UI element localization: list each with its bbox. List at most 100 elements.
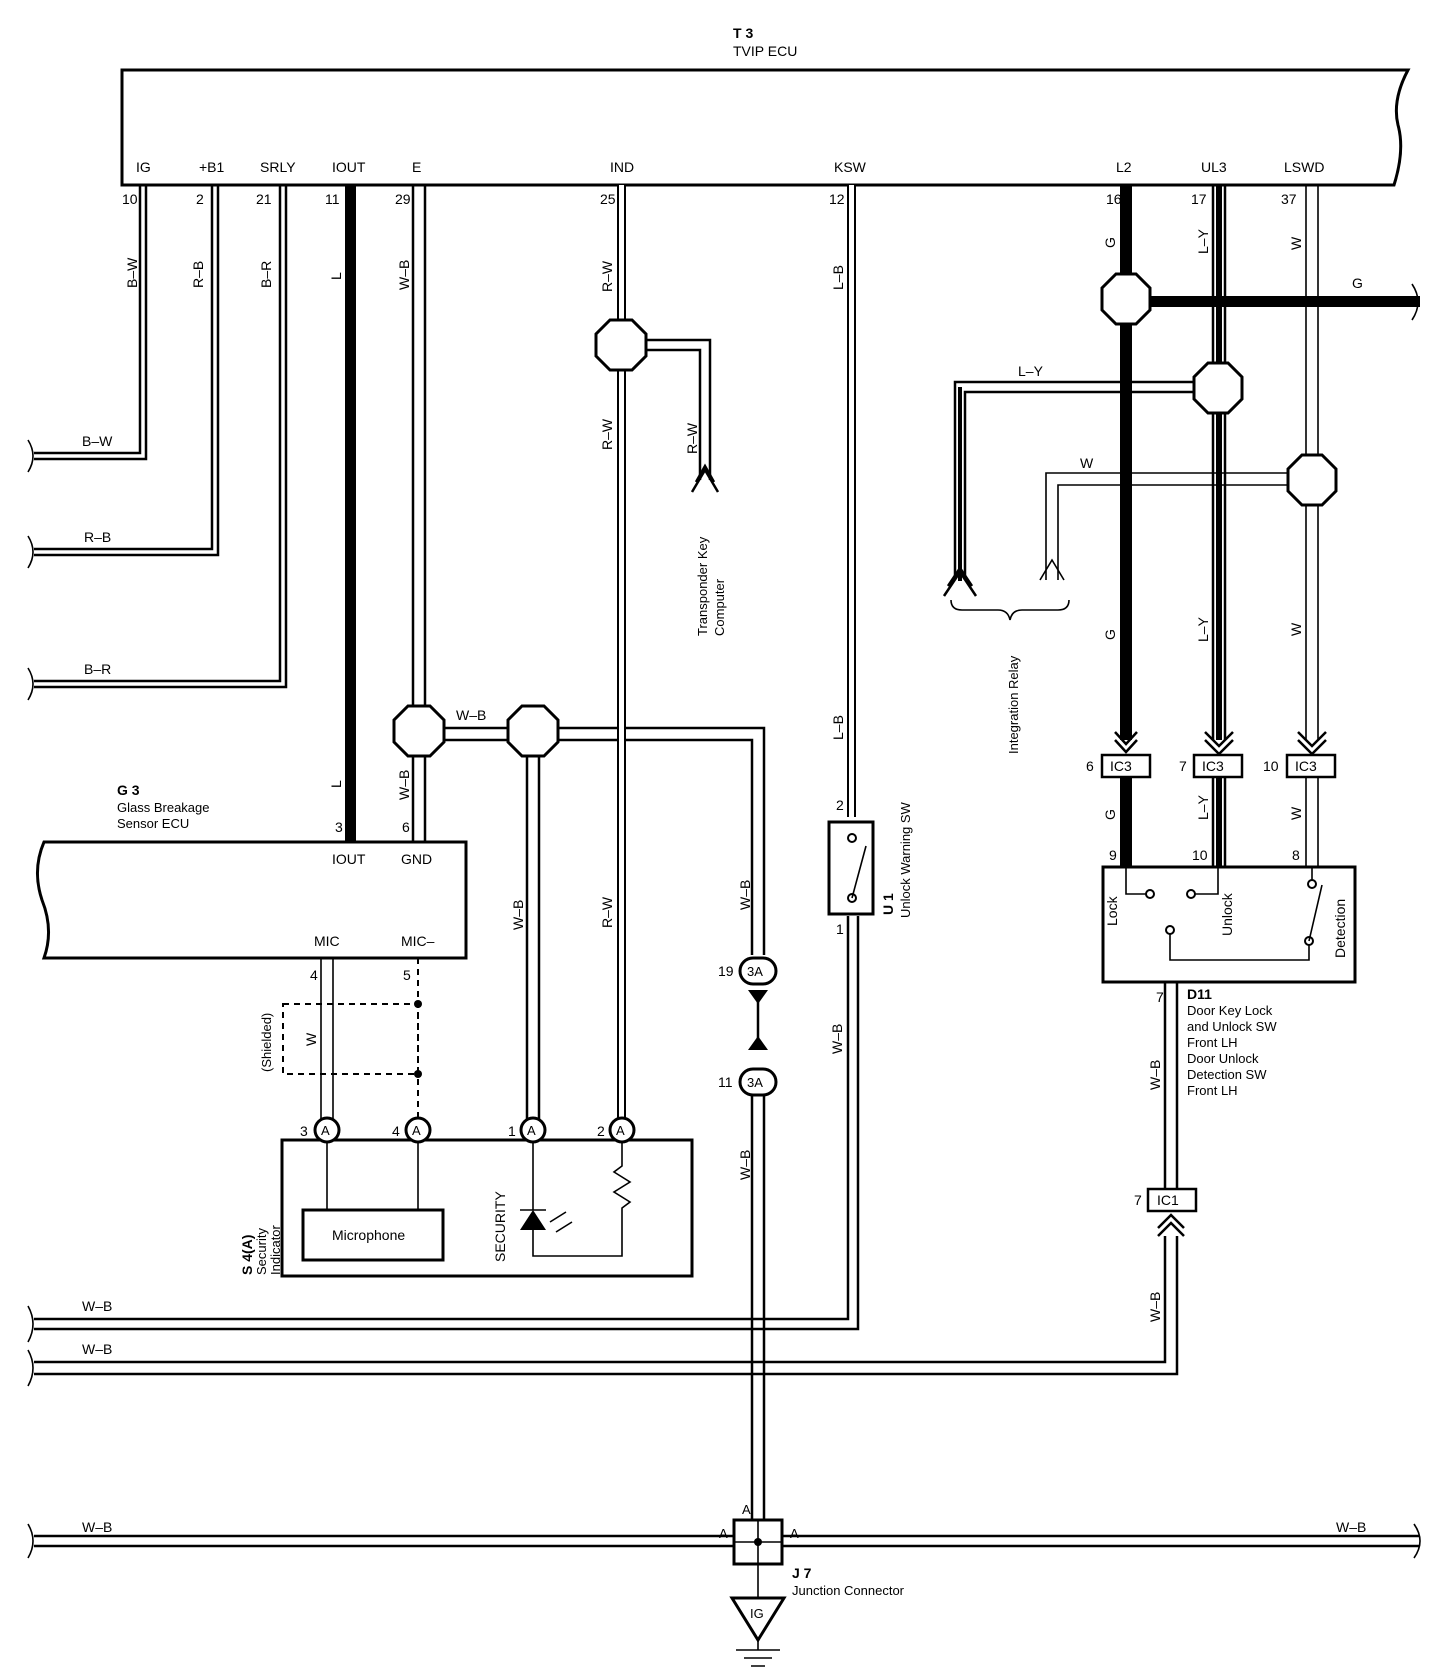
wire-label-rb-left: R–B <box>84 529 111 545</box>
u1-pin-1: 1 <box>836 921 844 937</box>
t3-pin-29: 29 <box>395 191 411 207</box>
wire-label-w-d11: W <box>1288 806 1304 820</box>
wire-wb-splice-link: W–B W–B W–B <box>440 707 766 1124</box>
g3-ref: G 3 <box>117 782 140 798</box>
wire-label-wb-bus-left: W–B <box>82 1519 112 1535</box>
d11-line-1: Door Key Lock <box>1187 1003 1273 1018</box>
g3-outline <box>36 840 468 960</box>
wires-ic3-to-d11: G L–Y W 9 10 8 <box>1102 777 1319 867</box>
svg-text:3A: 3A <box>747 1075 763 1090</box>
d11-line-3: Front LH <box>1187 1035 1238 1050</box>
g3-glass-breakage-ecu: G 3 Glass Breakage Sensor ECU 3 6 IOUT G… <box>36 782 468 983</box>
led-icon <box>520 1210 546 1230</box>
connector-3a: 3A 19 3A 11 W–B <box>718 956 778 1530</box>
g3-pin-4: 4 <box>310 967 318 983</box>
wire-l-iout: L L <box>328 185 356 842</box>
t3-pin-21: 21 <box>256 191 272 207</box>
wire-label-g-right: G <box>1352 275 1363 291</box>
ground-symbol <box>736 1640 780 1667</box>
wire-label-wb-3a-top: W–B <box>737 880 753 910</box>
svg-text:11: 11 <box>718 1074 733 1090</box>
wire-label-rw-transponder: R–W <box>684 422 700 454</box>
t3-pin-2: 2 <box>196 191 204 207</box>
wire-label-l-top: L <box>328 272 344 280</box>
svg-text:IC3: IC3 <box>1295 758 1317 774</box>
wire-label-br-vertical: B–R <box>258 261 274 288</box>
t3-term-ind: IND <box>610 159 634 175</box>
t3-pin-12: 12 <box>829 191 845 207</box>
svg-text:A: A <box>616 1123 625 1138</box>
t3-term-ul3: UL3 <box>1201 159 1227 175</box>
d11-pin-10: 10 <box>1192 847 1208 863</box>
wire-label-g-mid: G <box>1102 629 1118 640</box>
wire-bw: B–W B–W <box>27 185 148 473</box>
t3-term-e: E <box>412 159 421 175</box>
wire-label-wb-link: W–B <box>456 707 486 723</box>
wire-label-wb-ic1-left: W–B <box>82 1341 112 1357</box>
wire-label-w-mic: W <box>303 1032 319 1046</box>
svg-text:IC3: IC3 <box>1202 758 1224 774</box>
g3-name-2: Sensor ECU <box>117 816 189 831</box>
wire-label-rw-mid: R–W <box>599 418 615 450</box>
microphone-box <box>301 1208 445 1262</box>
g3-term-gnd: GND <box>401 851 432 867</box>
t3-pin-17: 17 <box>1191 191 1207 207</box>
wire-label-bw-left: B–W <box>82 433 113 449</box>
j7-pin-right: A <box>790 1526 799 1541</box>
wire-label-lb-top: L–B <box>830 265 846 290</box>
d11-door-key-switch: Lock Unlock Detection 7 D11 Door Key Loc… <box>1101 865 1357 1098</box>
wire-label-wb-u1: W–B <box>829 1024 845 1054</box>
wire-wb-d11-ic1: W–B IC1 7 W–B W–B <box>27 982 1198 1387</box>
splice-rw <box>594 318 648 372</box>
t3-ref: T 3 <box>733 25 753 41</box>
wire-ly-ul3: L–Y L–Y L–Y <box>942 185 1244 756</box>
wire-lb-ksw: L–B L–B 2 1 U 1 Unlock Warning SW W–B W–… <box>27 185 913 1343</box>
t3-pin-numbers: 10 2 21 11 29 25 12 16 17 37 <box>122 191 1297 207</box>
ic3-connectors: IC3 6 IC3 7 IC3 10 <box>1086 753 1337 779</box>
integration-relay-label: Integration Relay <box>1006 655 1021 754</box>
wire-label-wb-ic1: W–B <box>1147 1292 1163 1322</box>
d11-lock-label: Lock <box>1104 895 1120 926</box>
t3-name: TVIP ECU <box>733 43 797 59</box>
wire-label-ly-integration: L–Y <box>1018 363 1044 379</box>
wire-rb: R–B R–B <box>27 185 220 569</box>
ic1-connector <box>1146 1187 1198 1213</box>
j7-name: Junction Connector <box>792 1583 905 1598</box>
svg-text:2: 2 <box>597 1123 605 1139</box>
wire-label-rw-top: R–W <box>599 260 615 292</box>
t3-tvip-ecu: T 3 TVIP ECU IG +B1 SRLY IOUT E IND KSW … <box>120 25 1411 207</box>
splice-wb-2 <box>506 704 560 758</box>
d11-detection-label: Detection <box>1332 899 1348 958</box>
ic3-pin-10: 10 <box>1263 758 1279 774</box>
t3-pin-10: 10 <box>122 191 138 207</box>
ic1-pin-7: 7 <box>1134 1192 1142 1208</box>
d11-line-4: Door Unlock <box>1187 1051 1259 1066</box>
u1-ref: U 1 <box>880 893 896 915</box>
wire-label-wb-bus-right: W–B <box>1336 1519 1366 1535</box>
wire-label-rw-bottom: R–W <box>599 896 615 928</box>
shield-box <box>282 1003 419 1075</box>
t3-terminal-names: IG +B1 SRLY IOUT E IND KSW L2 UL3 LSWD <box>136 159 1324 175</box>
wire-label-ly-top: L–Y <box>1195 228 1211 254</box>
t3-term-lswd: LSWD <box>1284 159 1324 175</box>
d11-pin-9: 9 <box>1109 847 1117 863</box>
security-label: SECURITY <box>492 1191 508 1262</box>
g3-pin-3: 3 <box>335 819 343 835</box>
wire-label-g-d11: G <box>1102 809 1118 820</box>
j7-ref: J 7 <box>792 1565 812 1581</box>
g3-pin-5: 5 <box>403 967 411 983</box>
d11-ref: D11 <box>1187 986 1212 1002</box>
svg-text:1: 1 <box>508 1123 516 1139</box>
t3-pin-16: 16 <box>1106 191 1122 207</box>
wire-label-wb-3a-bottom: W–B <box>737 1150 753 1180</box>
wire-label-bw-vertical: B–W <box>124 257 140 288</box>
wire-label-w-mid: W <box>1288 622 1304 636</box>
t3-pin-37: 37 <box>1281 191 1297 207</box>
wire-br: B–R B–R <box>27 185 288 701</box>
shielded-label: (Shielded) <box>259 1013 274 1072</box>
wire-label-wb-s4: W–B <box>510 900 526 930</box>
ic3-pin-7: 7 <box>1179 758 1187 774</box>
wire-label-wb-d11: W–B <box>1147 1060 1163 1090</box>
svg-text:A: A <box>321 1123 330 1138</box>
